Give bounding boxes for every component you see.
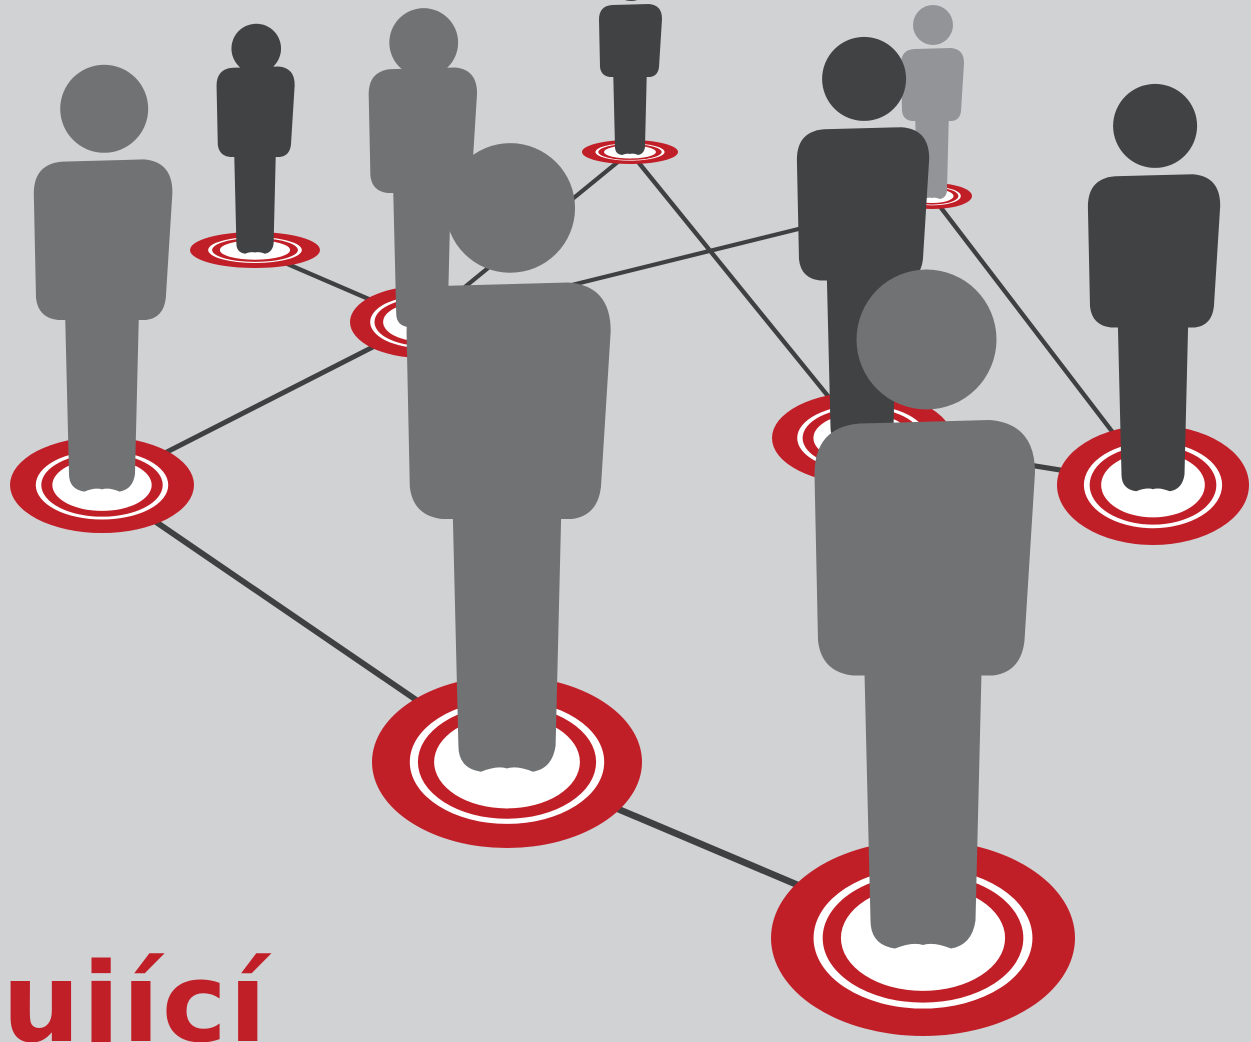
person-legs	[233, 141, 277, 254]
person-torso	[599, 4, 662, 77]
person-head	[913, 5, 953, 45]
person-head	[60, 64, 149, 153]
person-head	[231, 23, 282, 74]
person-silhouette-icon	[1087, 83, 1221, 492]
person-silhouette-icon	[814, 269, 1035, 949]
person-torso	[33, 159, 173, 320]
person-legs	[64, 292, 140, 492]
person-torso	[216, 66, 295, 157]
person-head	[624, 0, 638, 1]
person-legs	[863, 631, 983, 949]
person-torso	[368, 67, 478, 193]
person-legs	[1117, 301, 1189, 492]
person-node-n5	[10, 64, 194, 533]
person-silhouette-icon	[216, 23, 295, 254]
person-silhouette-icon	[368, 8, 478, 328]
person-torso	[406, 282, 611, 519]
person-node-n7	[1057, 83, 1249, 545]
person-node-n9	[771, 269, 1075, 1036]
person-head	[822, 36, 907, 121]
person-torso	[901, 48, 964, 121]
person-head	[856, 269, 997, 410]
person-legs	[613, 64, 647, 155]
person-legs	[451, 478, 563, 772]
people-figures	[10, 0, 1249, 1036]
caption-text: ující	[2, 939, 269, 1042]
person-silhouette-icon	[33, 64, 173, 492]
person-silhouette-icon	[406, 143, 611, 772]
person-node-n1	[190, 23, 320, 268]
person-head	[445, 143, 576, 273]
person-torso	[1087, 174, 1221, 328]
person-torso	[814, 420, 1035, 676]
person-head	[1113, 83, 1198, 168]
person-head	[389, 8, 459, 77]
person-silhouette-icon	[901, 5, 964, 199]
link-line-n3-n6	[627, 149, 865, 441]
person-node-n3	[582, 0, 678, 164]
person-silhouette-icon	[599, 0, 662, 155]
person-node-n8	[372, 143, 642, 848]
person-torso	[796, 127, 930, 281]
